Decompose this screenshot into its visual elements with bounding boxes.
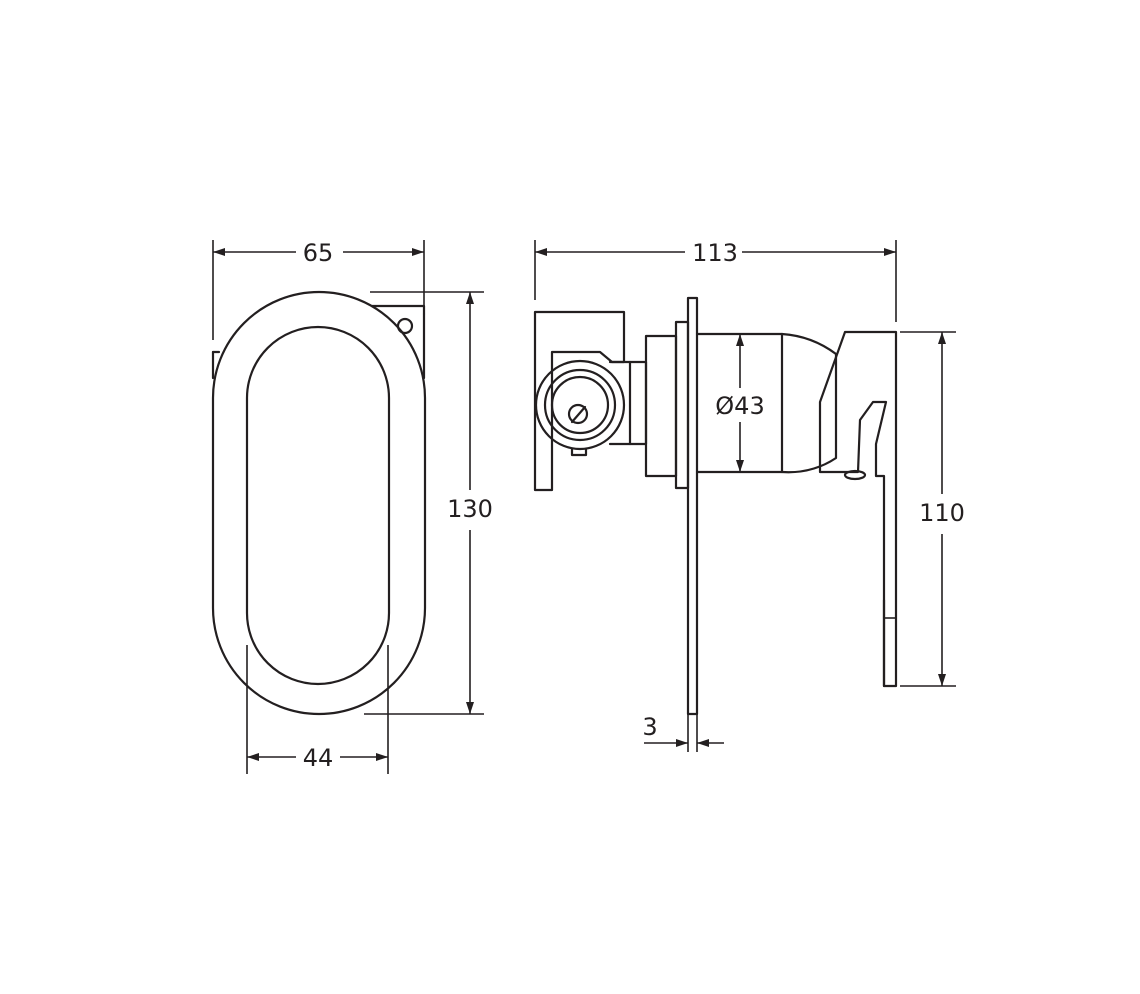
thickness-label: 3 [642, 713, 657, 741]
inlet-port-inner [550, 375, 610, 435]
cartridge-housing [644, 334, 678, 478]
wall-cover-plate [686, 296, 699, 716]
handle-height-label: 110 [919, 499, 965, 527]
depth-label: 113 [692, 239, 738, 267]
height-label: 130 [447, 495, 493, 523]
inlet-port-screw [567, 403, 589, 425]
handle-body [818, 330, 898, 688]
inner-lever-face [245, 325, 391, 686]
inlet-port-ring [543, 368, 617, 442]
front-view-dimensions: 65 130 44 [212, 239, 493, 774]
side-view [533, 296, 898, 716]
housing-flange [674, 320, 690, 490]
handle-screw-hole [843, 469, 867, 481]
outer-cover-plate [211, 290, 427, 716]
inlet-port-nub [570, 447, 588, 457]
inner-width-label: 44 [303, 744, 334, 772]
diameter-label: Ø43 [715, 392, 764, 420]
mounting-bracket [533, 310, 626, 492]
front-view [211, 290, 427, 716]
shroud-dome [780, 332, 838, 474]
side-view-dimensions: 113 Ø43 110 3 [534, 239, 965, 752]
inlet-port-outer [534, 359, 626, 451]
inlet-port-screw-slot [570, 405, 587, 424]
width-label: 65 [303, 239, 334, 267]
